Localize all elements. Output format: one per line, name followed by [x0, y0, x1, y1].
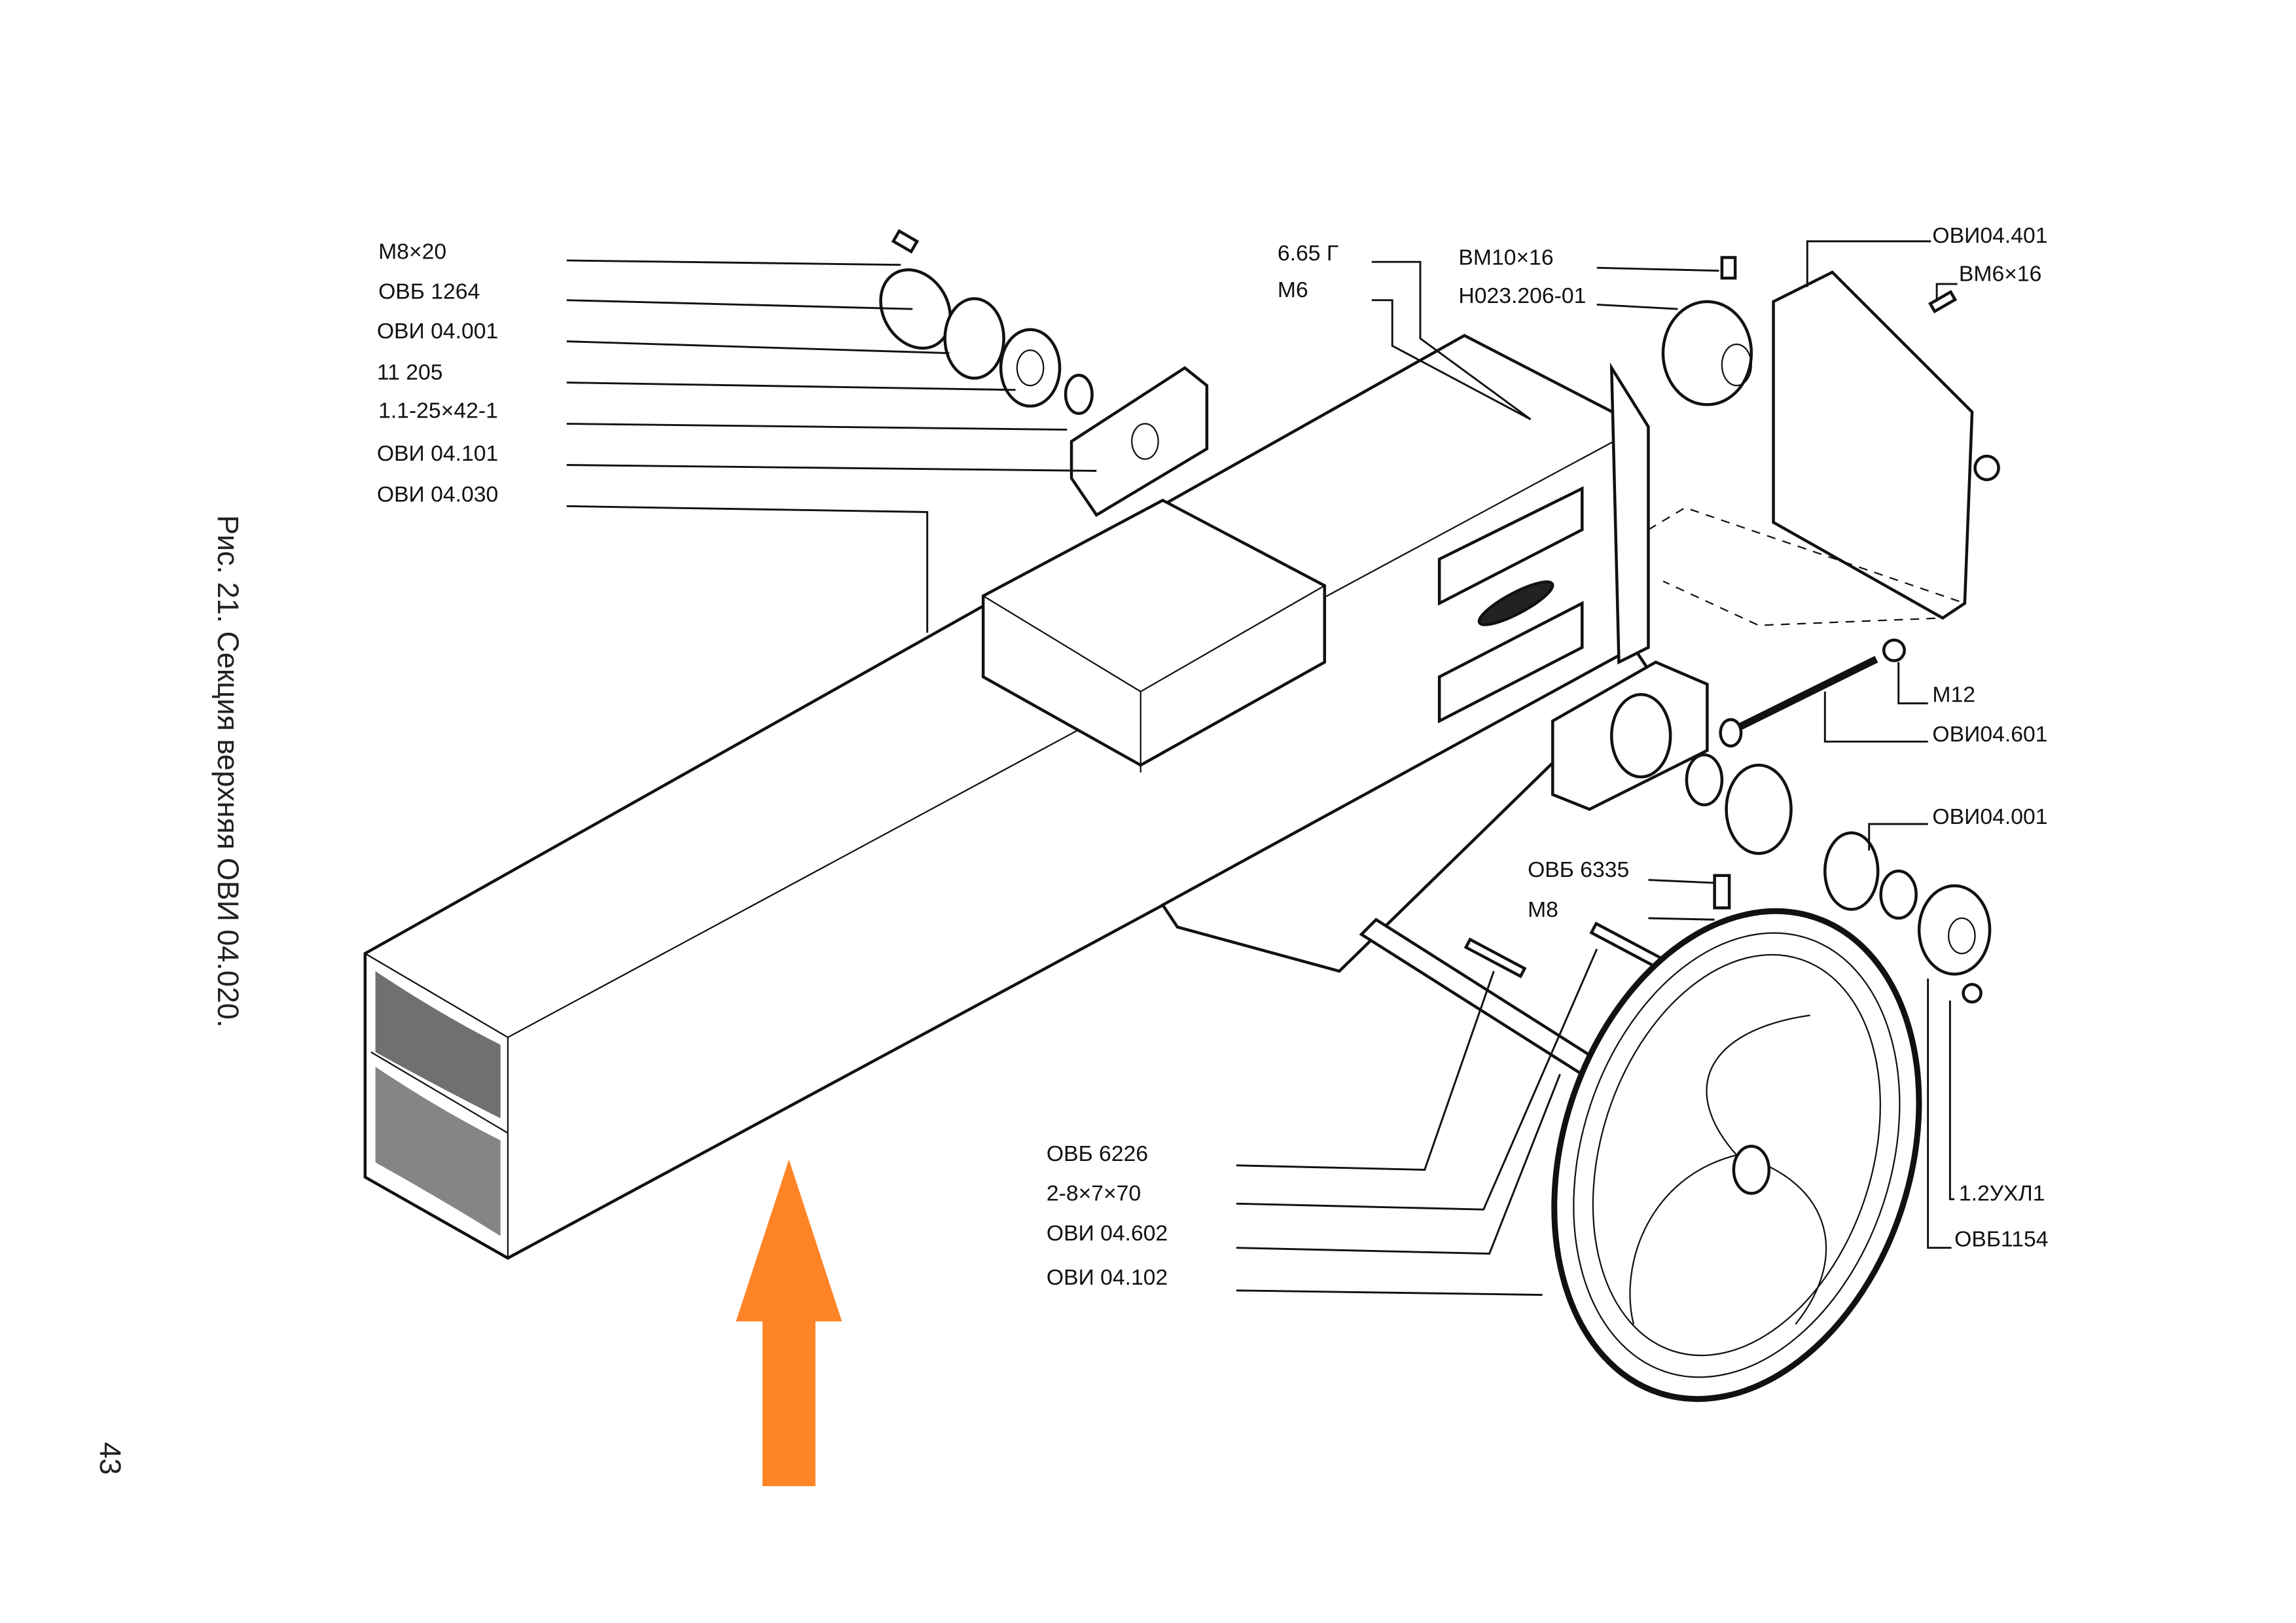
label-ovb6226: ОВБ 6226: [1047, 1141, 1148, 1166]
right-bearing-group: [1551, 638, 1992, 1004]
label-m6: М6: [1278, 277, 1308, 302]
labels-left: M8×20 ОВБ 1264 ОВИ 04.001 11 205 1.1-25×…: [377, 240, 498, 507]
label-ovi04001-right: ОВИ04.001: [1932, 804, 2047, 829]
label-bm6x16: ВМ6×16: [1959, 261, 2042, 286]
shaft-and-pulley: [1359, 908, 1922, 1402]
label-ovi04030: ОВИ 04.030: [377, 482, 498, 507]
label-ovi04602: ОВИ 04.602: [1047, 1221, 1168, 1245]
label-key: 2-8×7×70: [1047, 1181, 1141, 1206]
figure-caption: Рис. 21. Секция верхняя ОВИ 04.020.: [211, 515, 245, 1027]
label-m8x20: M8×20: [378, 240, 446, 264]
label-12uhl1: 1.2УХЛ1: [1959, 1181, 2045, 1206]
label-m12: М12: [1932, 682, 1975, 707]
up-arrow-icon: [736, 1159, 842, 1486]
label-ovi04001-left: ОВИ 04.001: [377, 319, 498, 344]
leader-lines: [566, 240, 1958, 1296]
label-665g: 6.65 Г: [1278, 241, 1338, 266]
label-ovb6335: ОВБ 6335: [1528, 857, 1629, 882]
end-plate-group: [1647, 256, 2000, 626]
labels-bottom: ОВБ 6226 2-8×7×70 ОВИ 04.602 ОВИ 04.102: [1047, 1141, 1168, 1290]
label-n023206: Н023.206-01: [1458, 283, 1586, 308]
labels-top: 6.65 Г М6 ВМ10×16 Н023.206-01 ОВИ04.401 …: [1278, 223, 2048, 308]
label-ovb1154: ОВБ1154: [1954, 1226, 2048, 1251]
label-m8: М8: [1528, 897, 1558, 922]
label-cuff: 1.1-25×42-1: [378, 399, 498, 423]
label-ovb1264: ОВБ 1264: [378, 279, 480, 304]
label-ovi04601: ОВИ04.601: [1932, 722, 2047, 747]
labels-right: М12 ОВИ04.601 ОВИ04.001 ОВБ 6335 М8 1.2У…: [1528, 682, 2048, 1251]
left-bearing-group: [879, 229, 1209, 517]
beam-section: [363, 334, 1651, 1260]
label-ovi04401: ОВИ04.401: [1932, 223, 2047, 248]
label-ovi04101: ОВИ 04.101: [377, 441, 498, 466]
label-ovi04102: ОВИ 04.102: [1047, 1265, 1168, 1290]
label-bm10x16: ВМ10×16: [1458, 245, 1553, 270]
page-number: 43: [94, 1442, 127, 1474]
label-11205: 11 205: [377, 360, 443, 385]
